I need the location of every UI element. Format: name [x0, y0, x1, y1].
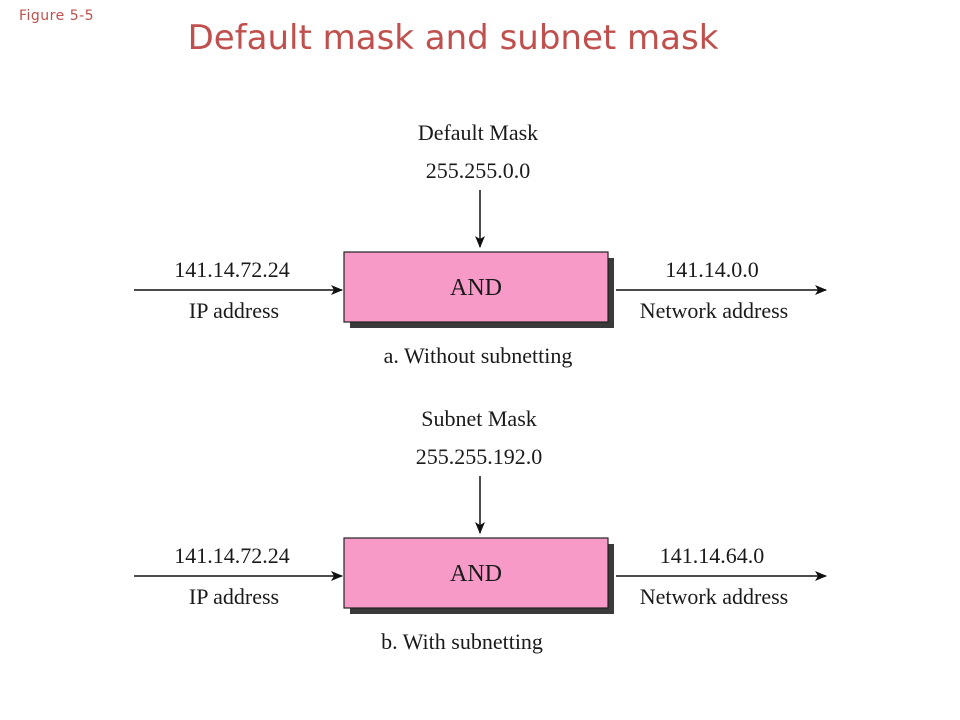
- mask-title: Subnet Mask: [421, 406, 537, 431]
- mask-title: Default Mask: [418, 120, 538, 145]
- input-ip-value: 141.14.72.24: [174, 543, 290, 568]
- panel-caption: a. Without subnetting: [384, 343, 573, 368]
- input-ip-label: IP address: [189, 298, 279, 323]
- figure-label: Figure 5-5: [19, 8, 95, 24]
- page-title: Default mask and subnet mask: [187, 18, 719, 58]
- and-label: AND: [450, 561, 502, 587]
- output-network-label: Network address: [640, 298, 788, 323]
- mask-value: 255.255.192.0: [416, 444, 543, 469]
- output-network-value: 141.14.0.0: [665, 257, 759, 282]
- mask-value: 255.255.0.0: [426, 158, 531, 183]
- and-label: AND: [450, 275, 502, 301]
- output-network-label: Network address: [640, 584, 788, 609]
- panel-with-subnetting: Subnet Mask 255.255.192.0 AND 141.14.72.…: [134, 406, 827, 654]
- input-ip-value: 141.14.72.24: [174, 257, 290, 282]
- and-box: [343, 537, 609, 609]
- input-ip-label: IP address: [189, 584, 279, 609]
- output-network-value: 141.14.64.0: [660, 543, 765, 568]
- panel-caption: b. With subnetting: [381, 629, 543, 654]
- panel-without-subnetting: Default Mask 255.255.0.0 AND 141.14.72.2…: [134, 120, 827, 368]
- and-box: [343, 251, 609, 323]
